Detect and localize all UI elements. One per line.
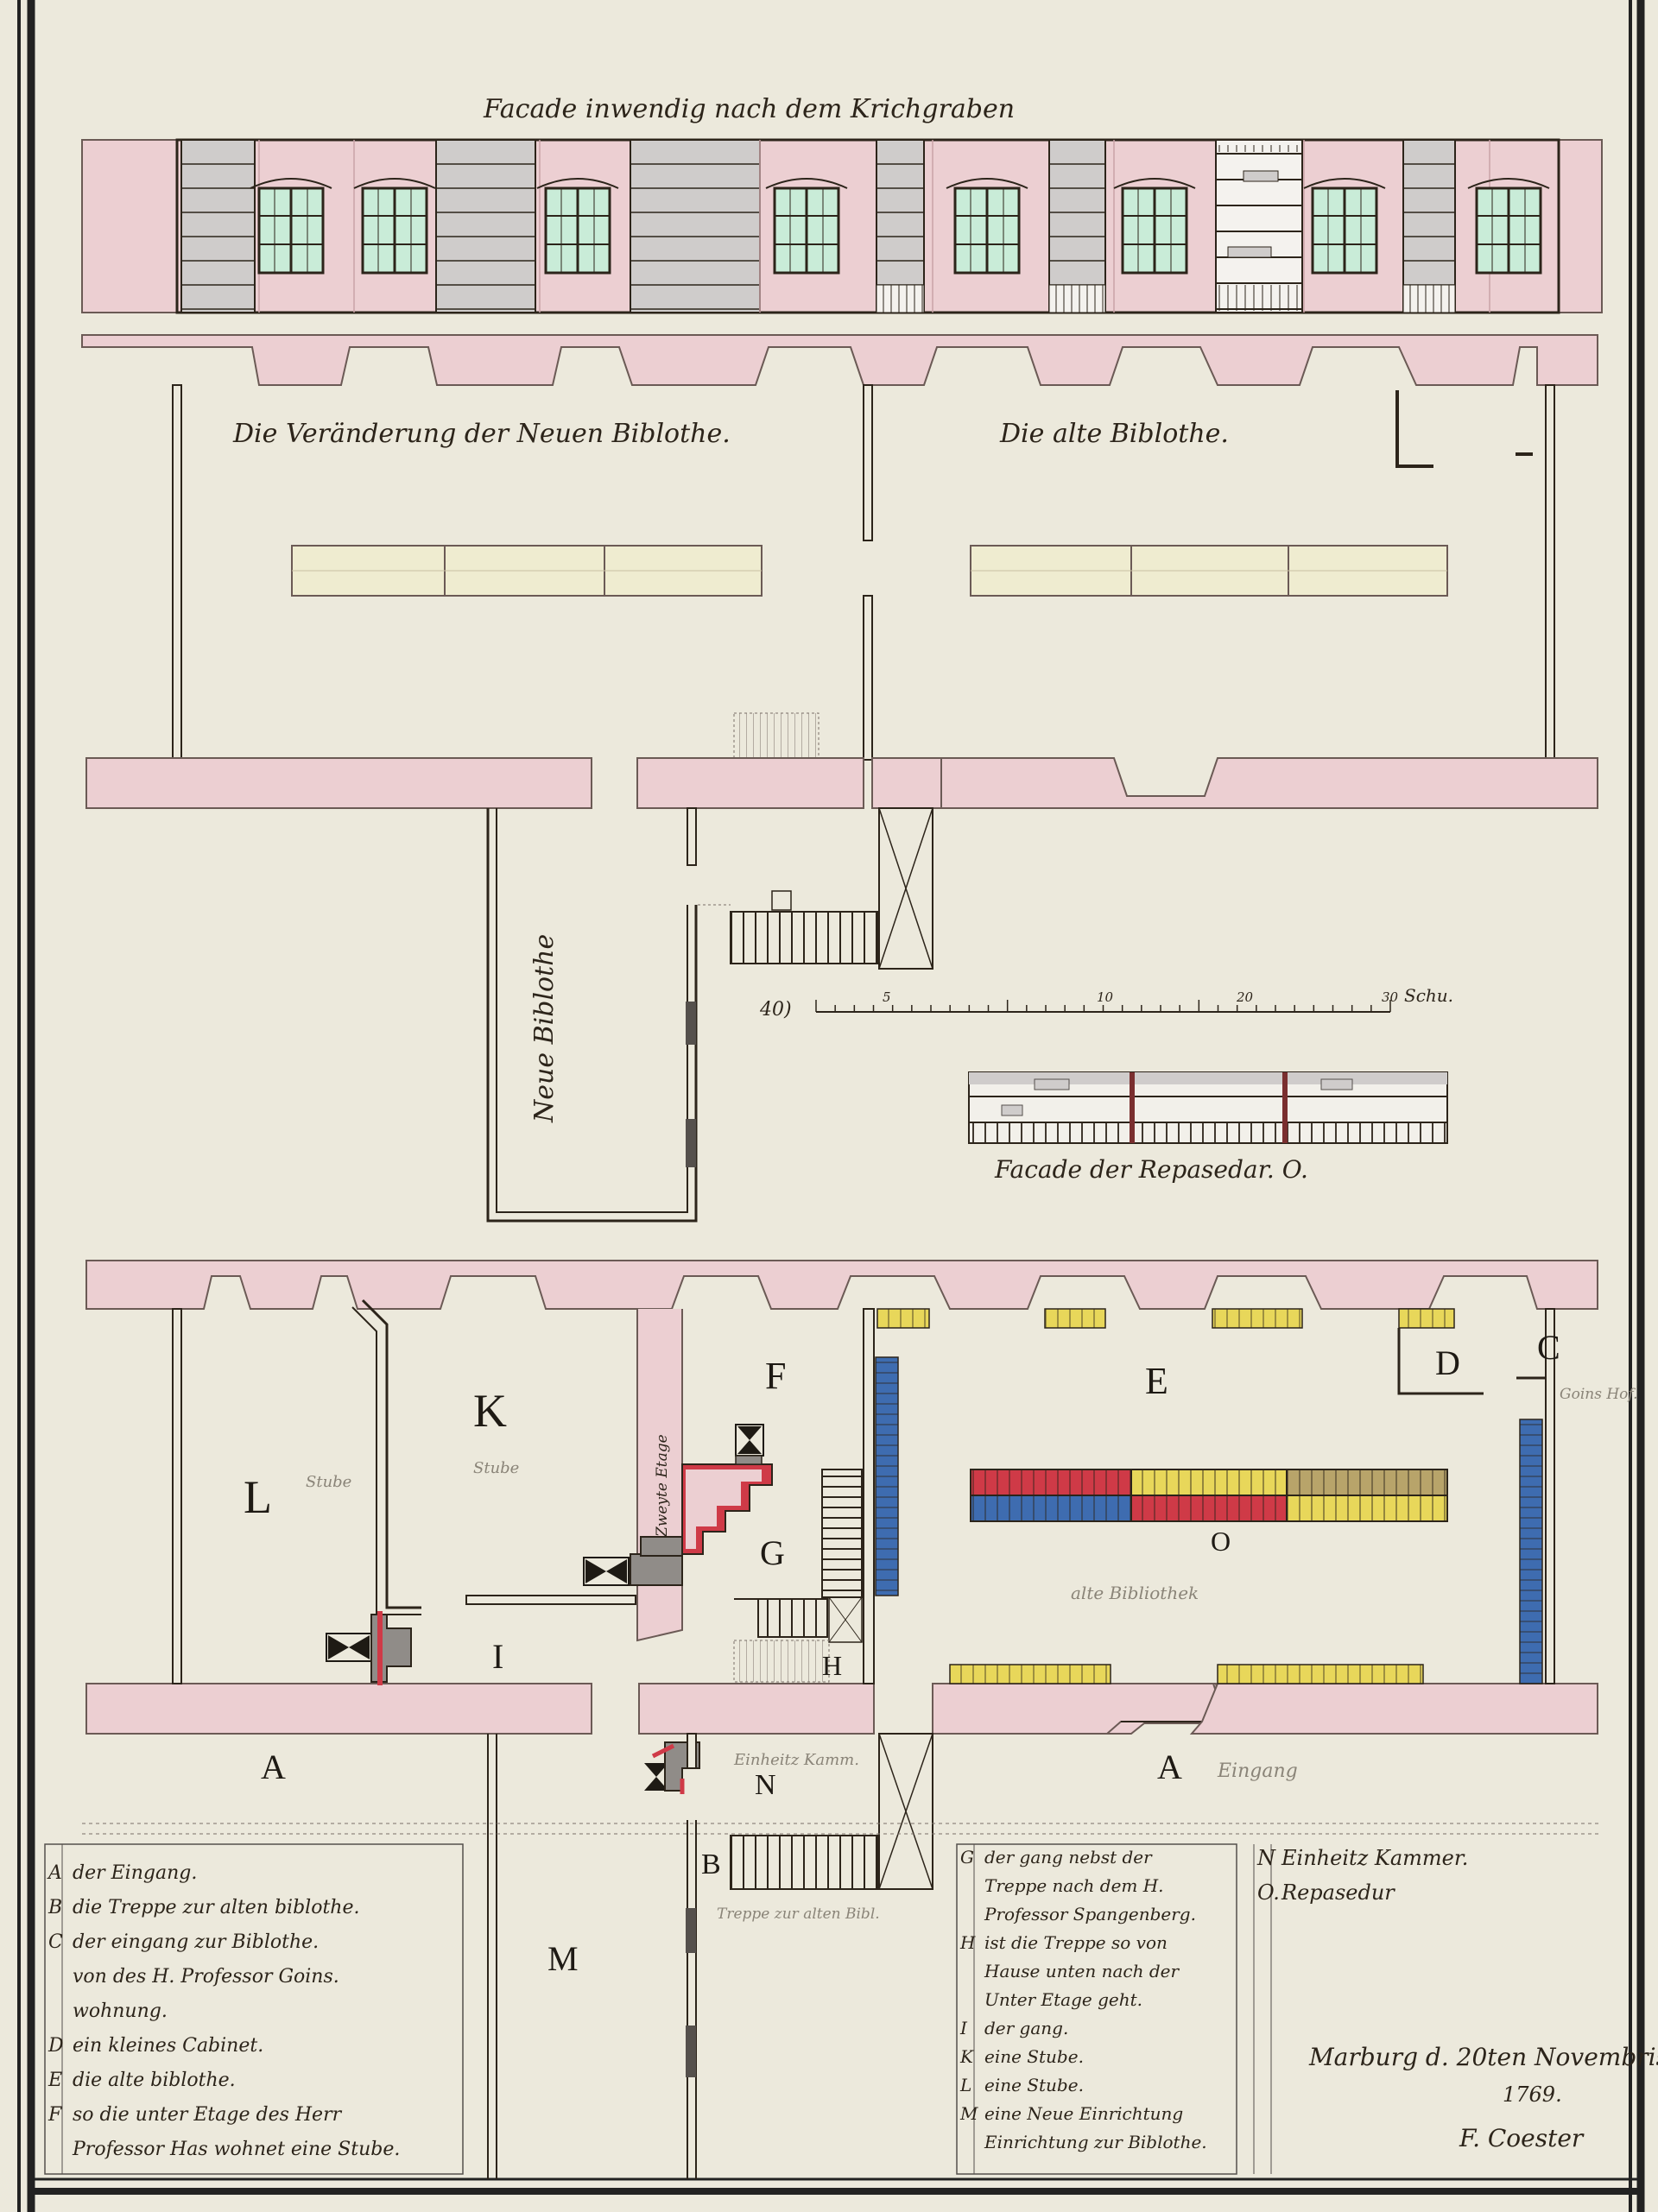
legend-entry: Professor Spangenberg.	[984, 1904, 1196, 1924]
legend-entry: Einrichtung zur Biblothe.	[984, 2132, 1207, 2152]
facade-shelf	[876, 139, 925, 313]
legend-entry: eine Stube.	[984, 2046, 1084, 2067]
room-letter-A-right: A	[1157, 1747, 1182, 1786]
note-stube-l: Stube	[306, 1473, 351, 1491]
facade-shelf	[435, 139, 536, 313]
legend-entry: der gang.	[984, 2018, 1068, 2038]
legend-entry: wohnung.	[73, 2000, 168, 2022]
facade-shelf	[630, 139, 761, 313]
legend-key: C	[48, 1931, 63, 1953]
legend-entry: eine Neue Einrichtung	[984, 2103, 1183, 2124]
note-treppe: Treppe zur alten Bibl.	[717, 1905, 880, 1923]
facade-shelf	[1048, 139, 1106, 313]
legend-key: B	[47, 1897, 62, 1918]
legend-entry: ein kleines Cabinet.	[73, 2035, 263, 2057]
facade-title: Facade inwendig nach dem Krichgraben	[483, 94, 1015, 124]
legend-key: F	[47, 2104, 62, 2126]
legend-key: G	[960, 1847, 974, 1868]
legend-entry: die Treppe zur alten biblothe.	[73, 1897, 359, 1918]
legend-entry: der gang nebst der	[984, 1847, 1153, 1868]
legend-entry: Professor Has wohnet eine Stube.	[72, 2139, 400, 2160]
room-letter-F: F	[765, 1355, 786, 1397]
signature-place-date: Marburg d. 20ten Novembris	[1308, 2043, 1658, 2071]
legend-frames	[44, 1843, 1272, 2175]
signature-year: 1769.	[1503, 2082, 1562, 2107]
note-alte-bibliothek: alte Bibliothek	[1071, 1583, 1199, 1603]
room-letter-I: I	[492, 1637, 503, 1676]
sheet-border	[17, 0, 1645, 2212]
legend-entry: der Eingang.	[73, 1862, 197, 1884]
new-library-extension-label: Die Veränderung der Neuen Biblothe.	[232, 419, 731, 449]
legend-key: L	[959, 2075, 971, 2095]
room-letter-O: O	[1211, 1526, 1231, 1557]
legend-entry: eine Stube.	[984, 2075, 1084, 2095]
scale-mark-30: 30	[1382, 989, 1399, 1005]
old-library-label: Die alte Biblothe.	[999, 419, 1229, 449]
legend-entry: Einheitz Kammer.	[1281, 1846, 1468, 1870]
note-zweite-etage: Zweyte Etage	[654, 1434, 671, 1538]
room-letter-C: C	[1537, 1328, 1560, 1367]
legend-key: N	[1256, 1846, 1276, 1870]
legend-key: D	[47, 2035, 64, 2057]
room-letter-D: D	[1435, 1343, 1460, 1382]
legend-entry: ist die Treppe so von	[984, 1932, 1168, 1953]
legend-key: I	[959, 2018, 968, 2038]
scale-mark-20: 20	[1236, 989, 1254, 1005]
room-letter-E: E	[1145, 1360, 1168, 1402]
legend-entry: Hause unten nach der	[984, 1961, 1180, 1981]
scale-bar	[815, 1000, 1391, 1013]
signature-name: F. Coester	[1459, 2124, 1585, 2152]
room-letter-H: H	[822, 1650, 842, 1681]
scale-mark-5: 5	[883, 989, 891, 1005]
scale-mark-10: 10	[1097, 989, 1114, 1005]
legend-key: H	[959, 1932, 976, 1953]
note-goins-hof: Goins Hof.	[1560, 1386, 1637, 1403]
note-einheitz: Einheitz Kamm.	[733, 1751, 859, 1769]
room-letter-A-left: A	[261, 1747, 286, 1786]
central-bookcase	[970, 1469, 1448, 1522]
room-letter-N: N	[755, 1769, 776, 1801]
repository-facade-label: Facade der Repasedar. O.	[994, 1155, 1308, 1184]
scale-prefix: 40)	[759, 999, 792, 1021]
note-eingang: Eingang	[1217, 1760, 1298, 1782]
legend-key: O.	[1257, 1880, 1280, 1905]
note-stube-k: Stube	[473, 1459, 519, 1477]
room-letter-G: G	[760, 1533, 785, 1572]
legend-entry: der eingang zur Biblothe.	[73, 1931, 319, 1953]
legend-entry: Unter Etage geht.	[984, 1989, 1142, 2010]
legend-entry: von des H. Professor Goins.	[73, 1966, 339, 1988]
legend-key: M	[959, 2103, 978, 2124]
scale-unit: Schu.	[1404, 985, 1453, 1006]
legend-key: A	[47, 1862, 62, 1884]
facade-shelf	[180, 139, 256, 313]
lower-plan	[82, 1260, 1602, 2179]
legend-key: E	[47, 2070, 62, 2091]
legend-key: K	[959, 2046, 974, 2067]
legend-entry: so die unter Etage des Herr	[73, 2104, 343, 2126]
room-letter-B: B	[701, 1849, 721, 1880]
room-letter-M: M	[547, 1939, 579, 1978]
facade-elevation	[81, 138, 1603, 314]
room-letter-L: L	[244, 1471, 272, 1523]
new-library-label: Neue Biblothe	[529, 934, 560, 1123]
legend-entry: Treppe nach dem H.	[984, 1875, 1164, 1896]
upper-plan	[81, 334, 1598, 1223]
stove-symbols	[326, 1424, 764, 1794]
facade-shelf	[1402, 139, 1456, 313]
legend-entry: die alte biblothe.	[73, 2070, 236, 2091]
room-letter-K: K	[473, 1385, 507, 1437]
legend-entry: Repasedur	[1281, 1880, 1395, 1905]
repository-facade	[968, 1071, 1448, 1144]
